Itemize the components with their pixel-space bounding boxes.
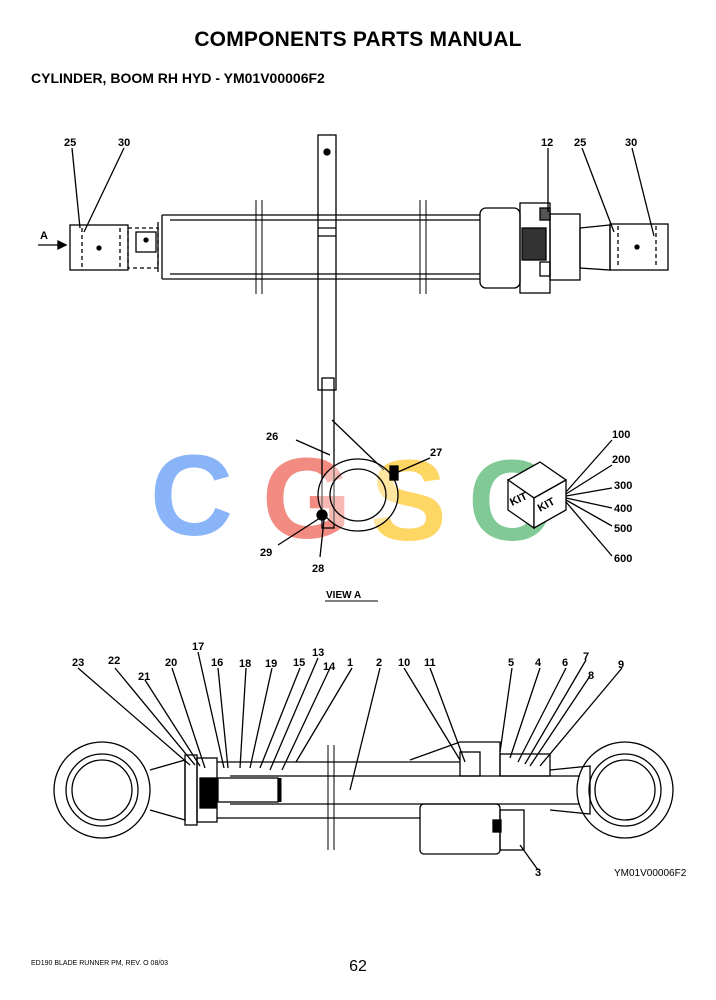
view-a-label: VIEW A [326,590,361,601]
mount-bracket [317,134,337,391]
callout-600: 600 [614,553,632,565]
callout-300: 300 [614,480,632,492]
callout-5: 5 [508,657,514,669]
callout-11: 11 [424,657,436,669]
callout-26: 26 [266,431,278,443]
callout-200: 200 [612,454,630,466]
watermark-letter-s: S [370,437,447,565]
callout-15: 15 [293,657,305,669]
cylinder-head [479,207,521,289]
callout-1: 1 [347,657,353,669]
callout-28: 28 [312,563,324,575]
callout-23: 23 [72,657,84,669]
page-title: COMPONENTS PARTS MANUAL [194,28,522,51]
left-eye [53,741,151,839]
page-number: 62 [349,958,367,975]
callout-400: 400 [614,503,632,515]
footer-doc-ref: ED190 BLADE RUNNER PM, REV. O 08/03 [31,960,169,967]
callout-7: 7 [583,651,589,663]
kit-box-icon [506,461,568,530]
callout-25-right: 25 [574,137,586,149]
section-cylinder-view [53,651,674,871]
callout-16: 16 [211,657,223,669]
callout-8: 8 [588,670,594,682]
watermark-letter-c1: C [150,432,233,560]
top-cylinder-view [38,134,669,391]
callout-14: 14 [323,661,336,673]
callout-4: 4 [535,657,542,669]
view-a-detail [277,377,613,558]
callout-9: 9 [618,659,624,671]
callout-22: 22 [108,655,120,667]
page-subtitle: CYLINDER, BOOM RH HYD - YM01V00006F2 [31,70,325,86]
callout-27: 27 [430,447,442,459]
watermark-letter-g: G [262,435,351,563]
diagram-reference-number: YM01V00006F2 [614,868,687,879]
callout-29: 29 [260,547,272,559]
callout-19: 19 [265,658,277,670]
callout-12: 12 [541,137,553,149]
callout-30-left: 30 [118,137,130,149]
callout-6: 6 [562,657,568,669]
callout-18: 18 [239,658,251,670]
callout-13: 13 [312,647,324,659]
callout-20: 20 [165,657,177,669]
right-end-cap [609,223,669,271]
view-arrow-label: A [40,230,48,242]
callout-100: 100 [612,429,630,441]
callout-17: 17 [192,641,204,653]
callout-3: 3 [535,867,541,879]
callout-10: 10 [398,657,410,669]
callout-21: 21 [138,671,150,683]
callout-500: 500 [614,523,632,535]
callout-30-right: 30 [625,137,637,149]
callout-25-left: 25 [64,137,76,149]
callout-2: 2 [376,657,382,669]
right-eye [576,741,674,839]
